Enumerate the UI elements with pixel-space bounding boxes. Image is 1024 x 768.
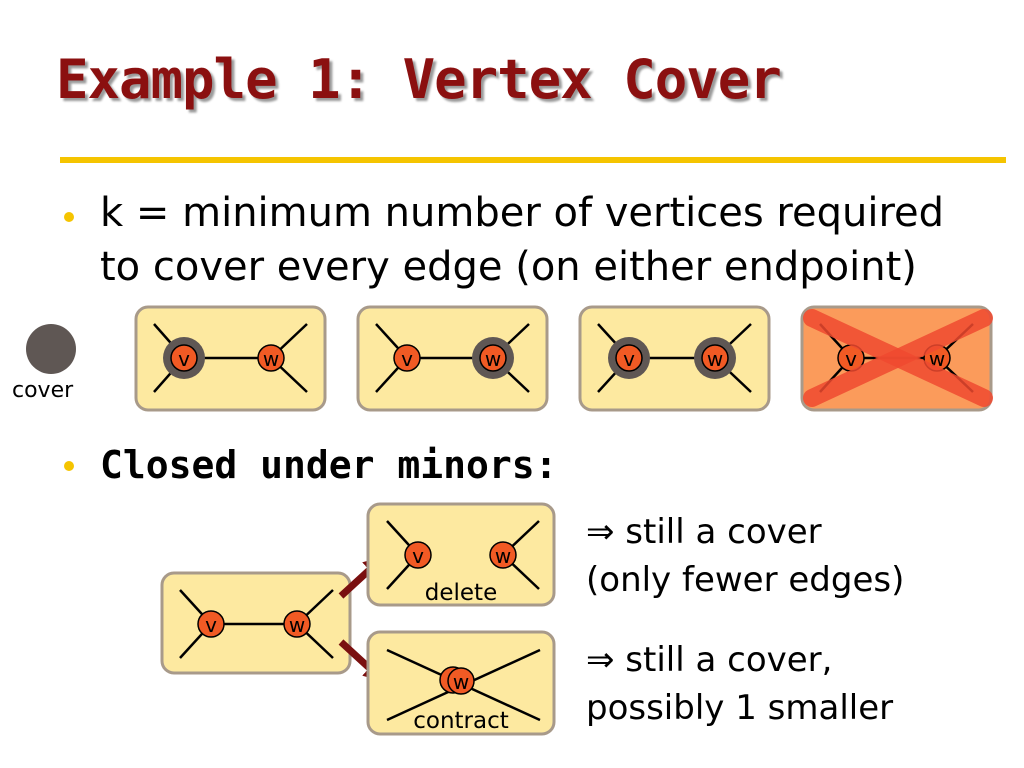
cover-example-w: v w bbox=[356, 305, 549, 412]
vertex-w-label: w bbox=[495, 544, 511, 568]
vertex-v-label: v bbox=[178, 347, 190, 371]
vertex-w-label: w bbox=[453, 670, 469, 694]
vertex-w-label: w bbox=[289, 613, 305, 637]
bullet-dot-1 bbox=[64, 212, 74, 222]
delete-note-line-1: ⇒ still a cover bbox=[586, 512, 822, 552]
bullet-1-line-2: to cover every edge (on either endpoint) bbox=[100, 244, 917, 290]
delete-result-graph: v w delete bbox=[366, 502, 556, 607]
slide-title: Example 1: Vertex Cover bbox=[56, 48, 782, 111]
minor-original-graph: v w bbox=[160, 571, 352, 675]
bullet-1-line-1: k = minimum number of vertices required bbox=[100, 190, 945, 236]
vertex-v bbox=[404, 541, 432, 569]
delete-note-line-2: (only fewer edges) bbox=[586, 560, 905, 600]
vertex-v bbox=[615, 344, 643, 372]
vertex-w-label: w bbox=[263, 347, 279, 371]
vertex-w bbox=[257, 344, 285, 372]
vertex-v bbox=[197, 610, 225, 638]
vertex-w bbox=[447, 667, 475, 695]
contract-label: contract bbox=[413, 708, 509, 734]
vertex-w bbox=[479, 344, 507, 372]
delete-note: ⇒ still a cover (only fewer edges) bbox=[586, 508, 904, 604]
vertex-v bbox=[393, 344, 421, 372]
vertex-v-label: v bbox=[205, 613, 217, 637]
vertex-v-label: v bbox=[623, 347, 635, 371]
contract-note-line-2: possibly 1 smaller bbox=[586, 688, 894, 728]
vertex-w bbox=[489, 541, 517, 569]
vertex-v-label: v bbox=[845, 347, 857, 371]
vertex-w-label: w bbox=[707, 347, 723, 371]
contract-note-line-1: ⇒ still a cover, bbox=[586, 640, 833, 680]
contract-result-graph: w contract bbox=[366, 630, 556, 736]
bullet-1-text: k = minimum number of vertices required … bbox=[100, 186, 944, 294]
delete-label: delete bbox=[425, 580, 497, 606]
invalid-cover-example: v w bbox=[800, 305, 993, 412]
bullet-2-text: Closed under minors: bbox=[100, 443, 558, 487]
bullet-dot-2 bbox=[64, 461, 74, 471]
cover-legend-label: cover bbox=[12, 378, 74, 403]
contract-note: ⇒ still a cover, possibly 1 smaller bbox=[586, 636, 893, 732]
vertex-v bbox=[170, 344, 198, 372]
vertex-v-label: v bbox=[412, 544, 424, 568]
vertex-w bbox=[701, 344, 729, 372]
vertex-w-label: w bbox=[485, 347, 501, 371]
cover-example-both: v w bbox=[578, 305, 771, 412]
cover-example-v: v w bbox=[134, 305, 327, 412]
cross-out-stroke bbox=[803, 309, 993, 407]
title-underline bbox=[60, 157, 1006, 163]
vertex-w bbox=[283, 610, 311, 638]
vertex-v-label: v bbox=[401, 347, 413, 371]
cover-legend-dot bbox=[26, 324, 76, 374]
